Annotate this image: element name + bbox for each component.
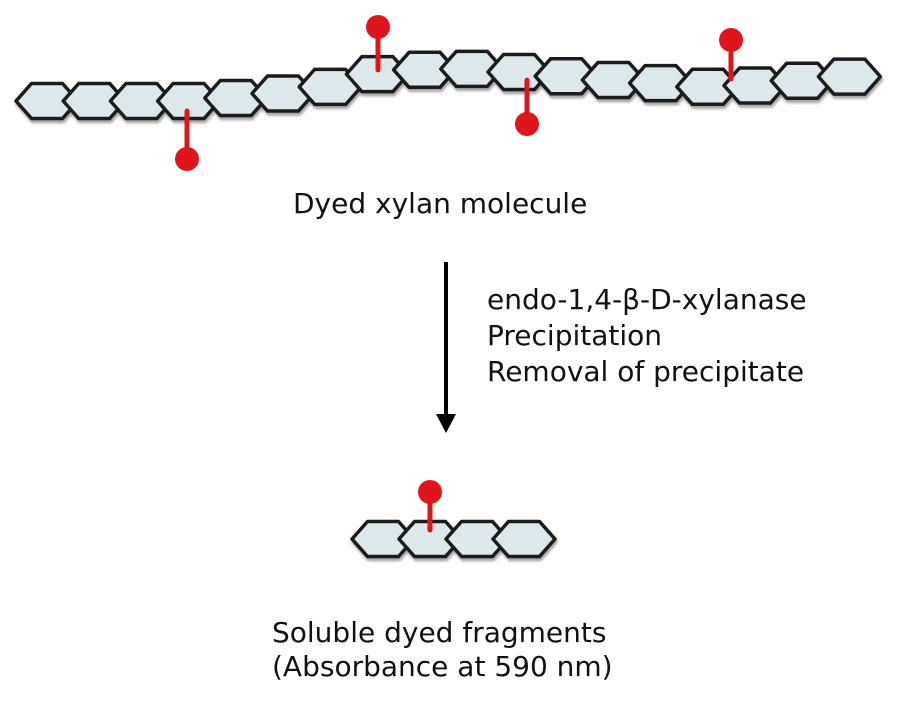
step-removal: Removal of precipitate bbox=[487, 355, 805, 388]
dye-marker-up bbox=[719, 28, 743, 82]
sugar-ring-hexagon bbox=[816, 57, 883, 96]
fragment-ring-hexagon bbox=[491, 519, 557, 559]
fragment-dye-marker bbox=[418, 480, 442, 533]
dye-marker-fragment bbox=[418, 480, 442, 533]
dye-marker-down bbox=[175, 108, 199, 171]
step-precipitation: Precipitation bbox=[487, 319, 663, 352]
dyed-xylan-label: Dyed xylan molecule bbox=[293, 187, 588, 220]
xylan-polymer-chain bbox=[14, 49, 883, 121]
step-enzyme: endo-1,4-β-D-xylanase bbox=[487, 283, 807, 316]
reaction-arrow bbox=[436, 262, 456, 433]
dye-markers-top bbox=[175, 15, 743, 171]
reaction-steps: endo-1,4-β-D-xylanase Precipitation Remo… bbox=[487, 283, 807, 389]
product-caption: Soluble dyed fragments (Absorbance at 59… bbox=[272, 616, 613, 684]
absorbance-label: (Absorbance at 590 nm) bbox=[272, 650, 613, 683]
dye-marker-down bbox=[515, 77, 539, 136]
dye-marker-up bbox=[366, 15, 390, 73]
soluble-fragment-chain bbox=[350, 519, 557, 559]
product-label: Soluble dyed fragments bbox=[272, 616, 607, 649]
